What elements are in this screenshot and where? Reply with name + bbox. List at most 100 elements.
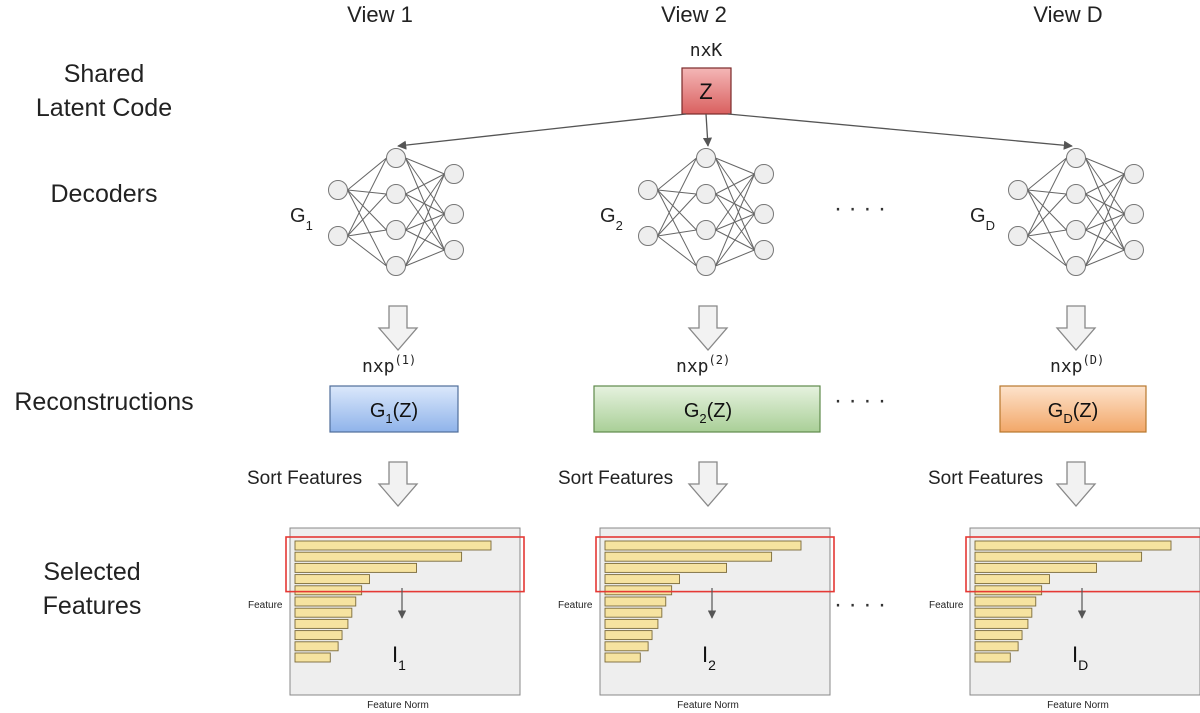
arrow-shape (1055, 461, 1097, 507)
feature-bar (294, 562, 417, 573)
network-node (328, 180, 348, 200)
reconstruction-box (593, 385, 821, 433)
feature-bar (604, 562, 727, 573)
arrow-shape (1055, 305, 1097, 351)
network-node (386, 148, 406, 168)
network-edge (347, 229, 387, 237)
reconstruction-box (999, 385, 1147, 433)
network-edge (1085, 157, 1125, 175)
network-node (1124, 164, 1144, 184)
feature-bar (294, 585, 363, 596)
latent-arrow-view-2 (702, 113, 713, 147)
network-edge (405, 173, 445, 231)
down-arrow (1055, 461, 1097, 507)
feature-bar (294, 618, 349, 629)
feature-bar (604, 574, 680, 585)
network-node (1124, 204, 1144, 224)
feature-norm-axis-label: Feature Norm (367, 700, 429, 711)
network-edge (1027, 189, 1067, 267)
network-node (1008, 180, 1028, 200)
selected-features-box (595, 536, 835, 593)
network-edge (715, 173, 755, 267)
decoder-label: G1 (290, 205, 313, 233)
feature-panel (595, 527, 835, 696)
feature-bar (294, 630, 343, 641)
feature-norm-axis-label: Feature Norm (1047, 700, 1109, 711)
network-edge (1027, 235, 1067, 267)
sort-features-label: Sort Features (558, 468, 673, 489)
feature-axis-label: Feature (248, 600, 283, 611)
column-header-view-d: View D (1033, 2, 1102, 27)
feature-bar (974, 630, 1023, 641)
network-node (386, 256, 406, 276)
network-edge (715, 157, 755, 215)
network-edge (405, 213, 445, 267)
network-edge (405, 157, 445, 215)
decoder-network (1008, 148, 1144, 276)
row-label-selected: Selected (43, 558, 140, 586)
network-node (696, 220, 716, 240)
network-edge (405, 249, 445, 267)
network-node (696, 184, 716, 204)
reconstruction-label: GD(Z) (1048, 400, 1099, 426)
network-node (444, 240, 464, 260)
network-edge (715, 173, 755, 231)
feature-panel (285, 527, 525, 696)
decoder-network (328, 148, 464, 276)
network-node (1008, 226, 1028, 246)
reconstruction-label: G2(Z) (684, 400, 732, 426)
ellipsis-decoders: · · · · (834, 195, 886, 222)
network-node (638, 180, 658, 200)
recon-dim-label: nxp(1) (362, 353, 416, 377)
network-edge (715, 249, 755, 267)
feature-bar (974, 596, 1037, 607)
row-label-decoders: Decoders (51, 180, 158, 208)
network-node (754, 240, 774, 260)
network-node (386, 220, 406, 240)
view-column-1: G1 nxp(1) G1(Z) Sort Features Feature Fe… (247, 148, 525, 711)
network-edge (347, 235, 387, 267)
feature-bar (974, 641, 1019, 652)
decoder-network (638, 148, 774, 276)
network-edge (715, 213, 755, 231)
network-node (444, 204, 464, 224)
down-arrow (687, 461, 729, 507)
reconstruction-label: G1(Z) (370, 400, 418, 426)
network-edge (657, 189, 697, 267)
network-edge (657, 189, 697, 195)
network-edge (347, 189, 387, 195)
network-edge (347, 157, 387, 191)
latent-arrow-view-d (727, 113, 1073, 150)
recon-dim-label: nxp(2) (676, 353, 730, 377)
feature-bar (604, 540, 802, 551)
view-column-2: G2 nxp(2) G2(Z) Sort Features Feature Fe… (558, 148, 835, 711)
arrow-shape (687, 305, 729, 351)
network-node (696, 256, 716, 276)
latent-dim-label: nxK (690, 40, 723, 61)
network-edge (1027, 157, 1067, 191)
down-arrow (377, 461, 419, 507)
network-edge (715, 173, 755, 195)
network-edge (657, 193, 697, 237)
selected-index-label: ID (1072, 642, 1088, 673)
network-node (1066, 220, 1086, 240)
down-arrow (1055, 305, 1097, 351)
network-edge (1085, 213, 1125, 231)
feature-bar (604, 641, 649, 652)
feature-bar (604, 618, 659, 629)
network-edge (405, 193, 445, 215)
latent-z-box (681, 67, 732, 115)
network-edge (1085, 157, 1125, 215)
feature-bar (294, 652, 331, 663)
arrow-shape (687, 461, 729, 507)
view-column-d: GD nxp(D) GD(Z) Sort Features Feature Fe… (928, 148, 1200, 711)
network-edge (715, 213, 755, 267)
feature-bar (974, 551, 1143, 562)
decoder-label: G2 (600, 205, 623, 233)
network-edge (657, 189, 697, 231)
network-edge (347, 193, 387, 237)
feature-bar (294, 574, 370, 585)
feature-bar (604, 596, 667, 607)
feature-bar (974, 562, 1097, 573)
